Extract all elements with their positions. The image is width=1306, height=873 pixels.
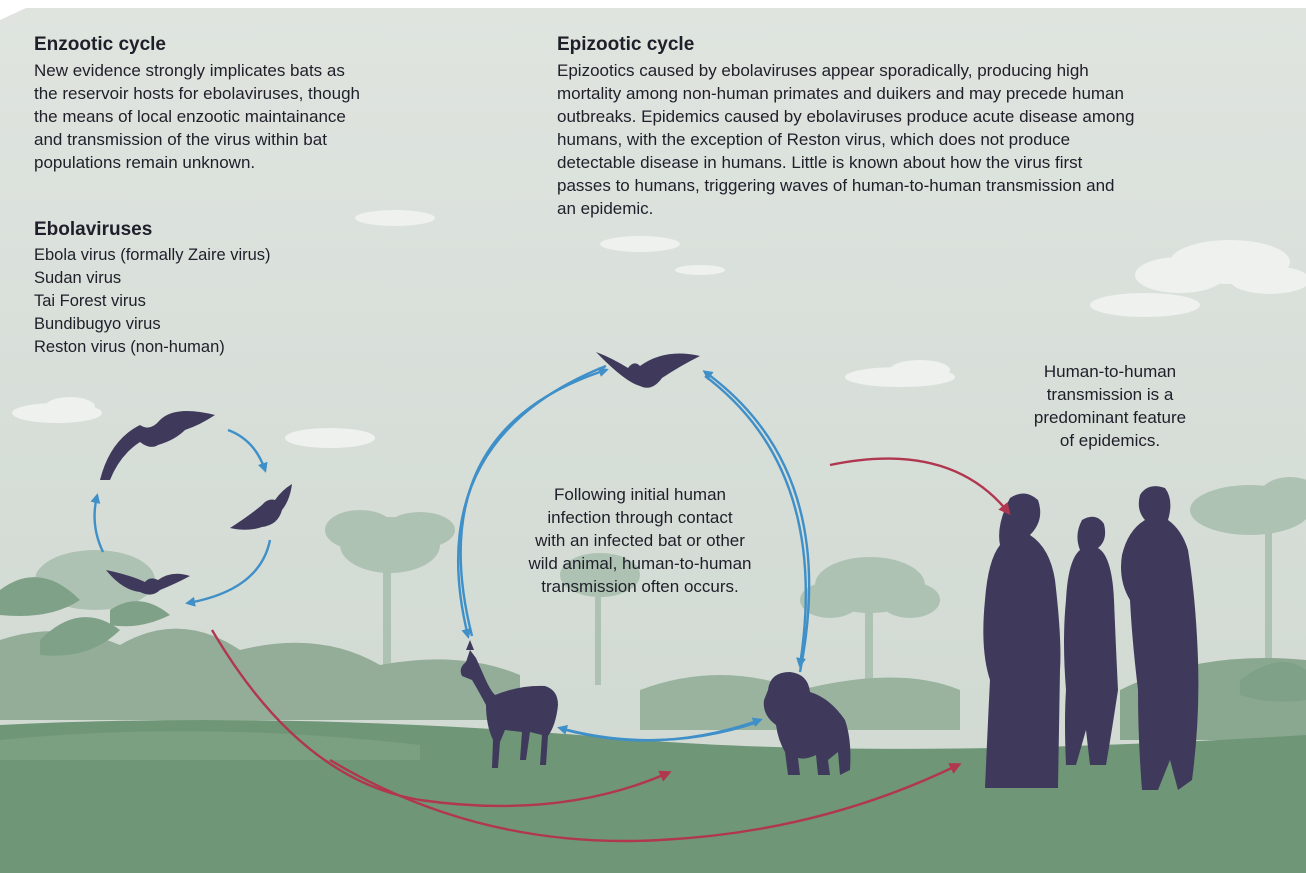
epizootic-section: Epizootic cycle Epizootics caused by ebo…	[557, 33, 1277, 220]
epizootic-line: detectable disease in humans. Little is …	[557, 153, 1083, 172]
virus-list-item: Sudan virus	[34, 269, 122, 287]
epizootic-arrow	[704, 375, 807, 668]
center-note-line: transmission often occurs.	[541, 577, 739, 596]
ebolaviruses-section: Ebolaviruses Ebola virus (formally Zaire…	[34, 218, 434, 359]
h2h-note-line: of epidemics.	[1059, 431, 1161, 450]
plant-icon	[0, 577, 1306, 702]
enzootic-arrow	[185, 539, 272, 607]
enzootic-line: the means of local enzootic maintainance	[34, 107, 346, 126]
virus-list-item: Tai Forest virus	[34, 292, 146, 310]
enzootic-line: New evidence strongly implicates bats as	[34, 61, 345, 80]
h2h-note-line: transmission is a	[1046, 385, 1174, 404]
bat-icon	[100, 411, 215, 480]
enzootic-title: Enzootic cycle	[34, 34, 166, 55]
enzootic-arrow	[90, 493, 105, 553]
spillover-arrow	[829, 457, 1011, 516]
epizootic-arrow	[702, 370, 811, 673]
enzootic-line: the reservoir hosts for ebolaviruses, th…	[34, 84, 361, 103]
humans-icon	[983, 486, 1199, 790]
enzootic-section: Enzootic cycle New evidence strongly imp…	[34, 33, 494, 174]
center-note-line: with an infected bat or other	[535, 531, 745, 550]
virus-list-item: Reston virus (non-human)	[34, 338, 225, 356]
foliage-left	[0, 628, 520, 720]
chimpanzee-icon	[763, 672, 851, 775]
epizootic-arrow	[557, 720, 759, 742]
enzootic-arrow	[227, 428, 268, 473]
tree-icon	[35, 477, 1306, 700]
epizootic-title: Epizootic cycle	[557, 34, 695, 55]
center-note-line: infection through contact	[547, 508, 733, 527]
virus-list-item: Bundibugyo virus	[34, 315, 161, 333]
h2h-note-line: predominant feature	[1033, 408, 1187, 427]
bat-icon	[106, 570, 190, 595]
epizootic-arrow	[456, 364, 607, 639]
epizootic-line: outbreaks. Epidemics caused by ebolaviru…	[557, 107, 1135, 126]
virus-list-item: Ebola virus (formally Zaire virus)	[34, 246, 271, 264]
spillover-arrow	[210, 629, 672, 808]
bat-icon	[230, 484, 292, 530]
cloud-icon	[12, 210, 1306, 448]
enzootic-line: and transmission of the virus within bat	[34, 130, 327, 149]
epizootic-line: an epidemic.	[557, 199, 654, 218]
epizootic-line: mortality among non-human primates and d…	[557, 84, 1124, 103]
enzootic-line: populations remain unknown.	[34, 153, 256, 172]
epizootic-line: passes to humans, triggering waves of hu…	[557, 176, 1115, 195]
center-note-line: wild animal, human-to-human	[528, 554, 752, 573]
duiker-icon	[460, 640, 558, 768]
bat-icon	[596, 352, 700, 388]
epizootic-line: humans, with the exception of Reston vir…	[557, 130, 1071, 149]
spillover-arrow	[329, 758, 962, 843]
epizootic-line: Epizootics caused by ebolaviruses appear…	[557, 61, 1089, 80]
ebolaviruses-title: Ebolaviruses	[34, 219, 153, 240]
h2h-note-line: Human-to-human	[1043, 362, 1177, 381]
center-note-line: Following initial human	[554, 485, 726, 504]
center-note: Following initial human infection throug…	[490, 483, 790, 598]
h2h-note: Human-to-human transmission is a predomi…	[1000, 360, 1220, 452]
